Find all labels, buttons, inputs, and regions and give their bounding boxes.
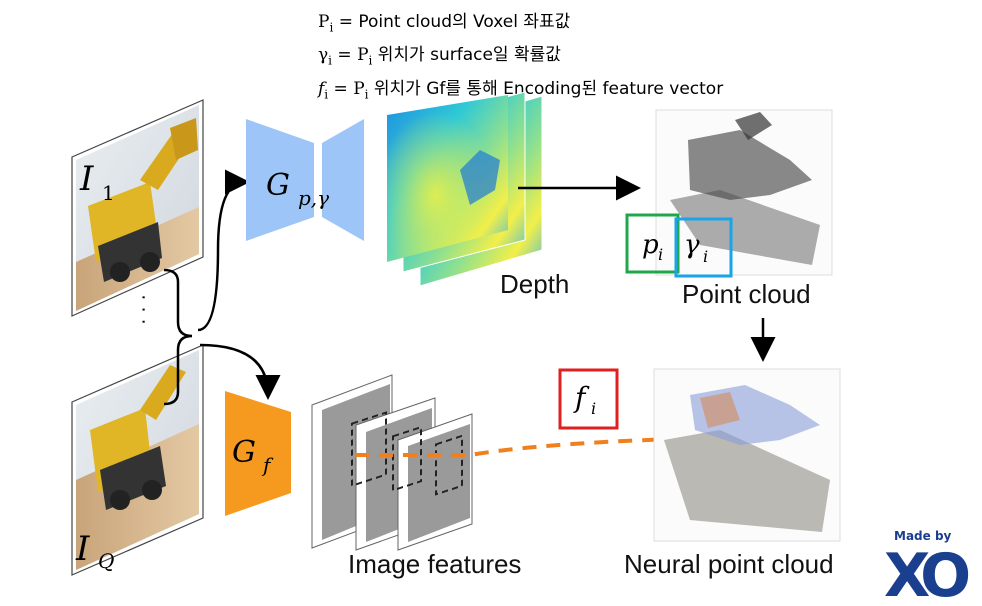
legend-symbol-f: f (318, 78, 325, 99)
legend-eq: = (332, 45, 358, 66)
legend-symbol-p: P (318, 12, 330, 32)
legend-text-p: = Point cloud의 Voxel 좌표값 (333, 12, 571, 32)
legend-text-f: 위치가 Gf를 통해 Encoding된 feature vector (368, 78, 724, 99)
box-f-symbol: f (573, 381, 590, 414)
box-p-symbol: p (642, 230, 659, 260)
label-gp-symbol: G (266, 168, 290, 203)
legend-text-gamma: 위치가 surface일 확률값 (372, 45, 561, 66)
legend-eq: = (328, 78, 354, 99)
badge-xo-logo: XO (884, 541, 968, 606)
legend-sub-i: i (364, 87, 369, 102)
label-depth: Depth (500, 269, 569, 299)
legend: Pi = Point cloud의 Voxel 좌표값 γi = Pi 위치가 … (318, 8, 723, 108)
label-gf-symbol: G (232, 435, 256, 470)
depth-maps (387, 91, 543, 287)
arrow-to-gp (197, 169, 250, 332)
arrow-feature-to-neural (355, 417, 772, 458)
network-gf (225, 391, 291, 516)
label-gp-sub: p,γ (298, 186, 329, 210)
legend-symbol-gamma: γ (318, 45, 329, 66)
label-image-features: Image features (348, 549, 521, 579)
box-f (558, 368, 619, 430)
label-i1-sub: 1 (102, 181, 115, 205)
label-iq-symbol: I (75, 529, 90, 569)
legend-row-f: fi = Pi 위치가 Gf를 통해 Encoding된 feature vec… (318, 75, 723, 108)
input-image-first (71, 99, 204, 317)
label-point-cloud: Point cloud (682, 279, 811, 309)
label-neural-point-cloud: Neural point cloud (624, 549, 834, 579)
legend-symbol-p: P (353, 78, 365, 99)
network-gp (246, 119, 364, 241)
point-cloud-image (655, 109, 833, 276)
box-p-sub: i (658, 245, 663, 264)
brace (163, 268, 193, 406)
legend-sub-i: i (368, 53, 373, 68)
made-by-badge: Made by XO (884, 529, 976, 606)
label-iq-sub: Q (98, 549, 114, 573)
label-i1-symbol: I (79, 159, 94, 199)
legend-sub-i: i (328, 53, 333, 68)
input-ellipsis: · · · (133, 294, 155, 325)
legend-row-p: Pi = Point cloud의 Voxel 좌표값 (318, 8, 723, 41)
legend-sub-i: i (329, 20, 334, 35)
input-image-last (71, 344, 204, 576)
image-features (311, 374, 473, 551)
legend-row-gamma: γi = Pi 위치가 surface일 확률값 (318, 41, 723, 74)
box-p (625, 213, 680, 274)
neural-point-cloud-image (653, 368, 841, 542)
badge-made-by-text: Made by (894, 529, 952, 543)
arrow-to-gf (199, 343, 281, 400)
legend-sub-i: i (324, 87, 329, 102)
legend-symbol-p: P (357, 45, 369, 66)
box-gamma-symbol: γ (684, 230, 700, 260)
box-gamma-sub: i (703, 247, 708, 266)
box-f-sub: i (591, 399, 596, 418)
box-gamma (674, 217, 733, 278)
